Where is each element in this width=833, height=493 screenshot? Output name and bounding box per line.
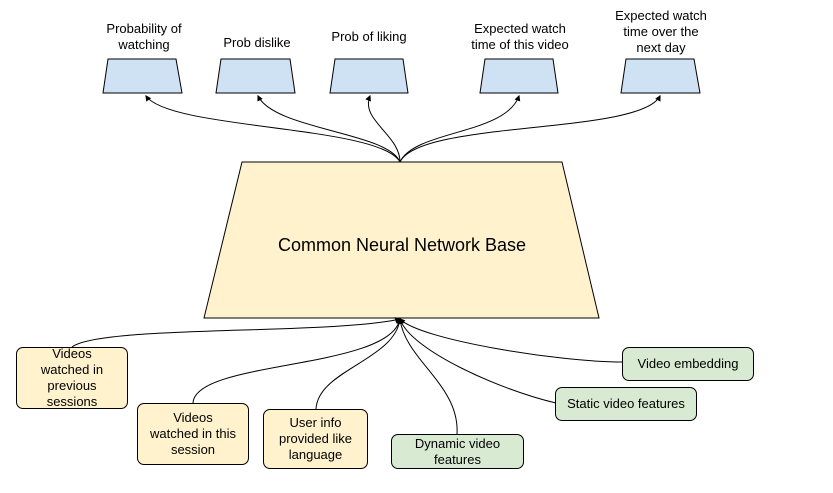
output-shape-watching (102, 58, 183, 94)
output-shape-liking (329, 58, 409, 94)
arrow-to-watch-time (399, 94, 521, 163)
arrow-to-liking (365, 94, 401, 163)
output-label-watching: Probability of watching (106, 21, 182, 52)
base-title: Common Neural Network Base (277, 235, 527, 255)
output-shape-dislike (215, 58, 296, 94)
input-arrows (71, 317, 623, 435)
output-label-dislike: Prob dislike (223, 35, 291, 50)
input-box-dynamic: Dynamic video features (391, 434, 524, 469)
output-label-liking: Prob of liking (331, 29, 407, 44)
input-box-embedding: Video embedding (622, 347, 754, 381)
output-arrows (145, 94, 661, 163)
input-box-prev-sessions: Videos watched in previous sessions (16, 346, 128, 409)
arrow-from-this-session (192, 317, 403, 404)
input-box-user-info: User info provided like language (263, 409, 368, 469)
arrow-from-user-info (315, 317, 403, 410)
arrow-to-watching (145, 95, 401, 163)
output-label-watch-next-day: Expected watch time over the next day (615, 8, 707, 55)
arrow-from-dynamic (397, 317, 458, 435)
output-label-watch-time: Expected watch time of this video (471, 21, 569, 52)
arrow-from-embedding (399, 318, 623, 363)
input-box-static: Static video features (555, 387, 697, 421)
arrow-to-watch-next-day (399, 94, 661, 163)
input-box-this-session: Videos watched in this session (137, 403, 249, 465)
output-shape-watch-time (479, 58, 559, 94)
base-shape (203, 161, 600, 319)
arrow-from-static (398, 317, 557, 404)
output-shape-watch-next-day (620, 58, 701, 94)
arrow-to-dislike (257, 94, 401, 163)
arrow-from-prev-sessions (71, 317, 402, 348)
